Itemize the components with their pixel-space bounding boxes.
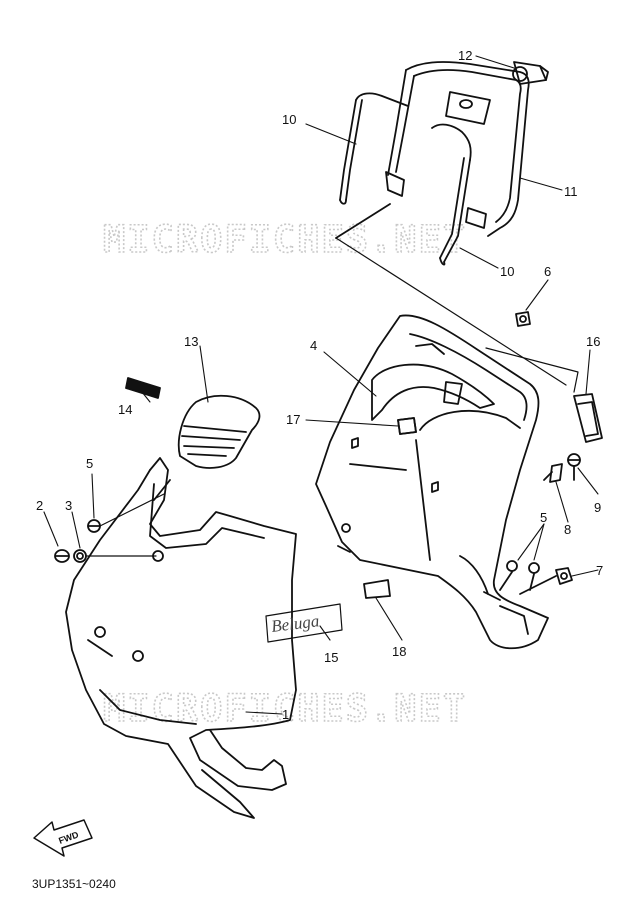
watermark-bottom: MICROFICHES.NET bbox=[103, 687, 467, 730]
callout-15: 15 bbox=[324, 650, 338, 665]
bolt-7 bbox=[519, 567, 573, 595]
front-leg-shield bbox=[65, 457, 297, 819]
leader-panel bbox=[485, 347, 579, 393]
diagram-code: 3UP1351~0240 bbox=[32, 877, 116, 891]
callout-11: 11 bbox=[564, 184, 578, 199]
emblem bbox=[265, 603, 343, 643]
callout-14: 14 bbox=[118, 402, 132, 417]
screw-9 bbox=[567, 453, 581, 481]
callout-10-top: 10 bbox=[282, 112, 296, 127]
windscreen-trim-strip-left bbox=[339, 92, 409, 205]
inner-leg-shield bbox=[315, 314, 549, 650]
callout-18: 18 bbox=[392, 644, 406, 659]
leader-windscreen bbox=[335, 203, 391, 239]
pad-17 bbox=[397, 417, 417, 435]
nut-6 bbox=[515, 311, 531, 327]
handlebar-cover bbox=[177, 394, 261, 469]
pad-18 bbox=[363, 579, 391, 599]
callout-3: 3 bbox=[65, 498, 72, 513]
watermark-top: MICROFICHES.NET bbox=[103, 218, 467, 261]
clip-8 bbox=[543, 463, 563, 483]
washer-3 bbox=[73, 549, 157, 563]
callout-4: 4 bbox=[310, 338, 317, 353]
windscreen-clip bbox=[512, 61, 549, 85]
callout-5-right: 5 bbox=[540, 510, 547, 525]
callout-5-left: 5 bbox=[86, 456, 93, 471]
fwd-arrow-icon bbox=[33, 819, 93, 857]
leader-lines bbox=[43, 55, 599, 715]
screw-5-left bbox=[87, 493, 165, 533]
callout-16: 16 bbox=[586, 334, 600, 349]
callout-6: 6 bbox=[544, 264, 551, 279]
callouts: 1 2 3 4 5 5 6 7 8 9 10 10 11 12 13 14 15… bbox=[36, 48, 603, 722]
grommet-2 bbox=[54, 549, 70, 563]
reflector bbox=[573, 393, 603, 443]
callout-10-bottom: 10 bbox=[500, 264, 514, 279]
windscreen-trim-strip-right bbox=[431, 123, 472, 266]
screws-5-right bbox=[499, 560, 540, 591]
callout-17: 17 bbox=[286, 412, 300, 427]
callout-13: 13 bbox=[184, 334, 198, 349]
badge bbox=[125, 377, 161, 399]
emblem-text: Beluga bbox=[270, 611, 320, 636]
callout-8: 8 bbox=[564, 522, 571, 537]
callout-1: 1 bbox=[282, 707, 289, 722]
callout-12: 12 bbox=[458, 48, 472, 63]
windscreen-frame bbox=[385, 61, 530, 237]
leader-assembly bbox=[335, 237, 567, 386]
callout-2: 2 bbox=[36, 498, 43, 513]
mount-hole bbox=[152, 550, 164, 562]
callout-7: 7 bbox=[596, 563, 603, 578]
callout-9: 9 bbox=[594, 500, 601, 515]
